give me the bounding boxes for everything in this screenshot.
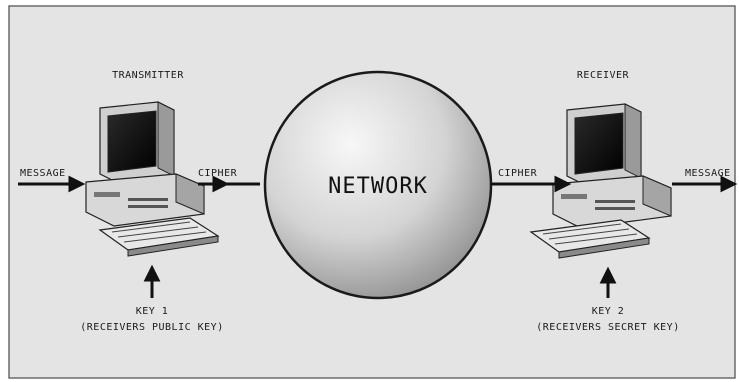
key1-label: KEY 1 — [136, 306, 169, 317]
message-in-label: MESSAGE — [20, 168, 66, 179]
key1-description: (RECEIVERS PUBLIC KEY) — [80, 322, 223, 333]
key1-arrowhead — [143, 264, 161, 282]
key2-label: KEY 2 — [592, 306, 625, 317]
receiver-label: RECEIVER — [577, 70, 630, 81]
transmitter-computer-icon — [85, 101, 220, 257]
receiver-computer-icon — [529, 103, 672, 259]
cipher-in-arrowhead — [554, 175, 572, 193]
message-out-arrowhead — [720, 175, 738, 193]
network-label: NETWORK — [328, 174, 428, 199]
message-out-label: MESSAGE — [685, 168, 731, 179]
message-in-arrowhead — [68, 175, 86, 193]
key2-arrowhead — [599, 266, 617, 284]
cipher-out-arrowhead — [212, 175, 230, 193]
cipher-out-label: CIPHER — [198, 168, 238, 179]
transmitter-label: TRANSMITTER — [112, 70, 184, 81]
cipher-in-label: CIPHER — [498, 168, 538, 179]
key2-description: (RECEIVERS SECRET KEY) — [536, 322, 679, 333]
